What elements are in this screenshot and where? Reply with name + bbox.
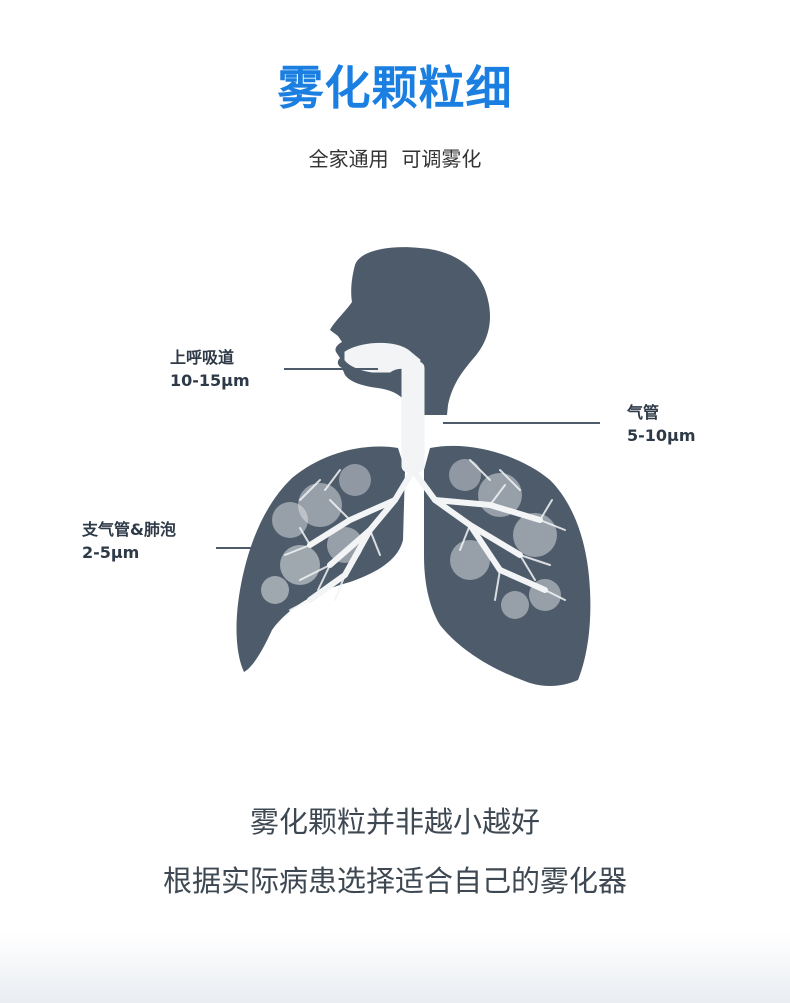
figure-group xyxy=(236,247,591,686)
caption-line-1: 雾化颗粒并非越小越好 xyxy=(249,805,540,839)
label-trachea-size: 5-10μm xyxy=(627,426,696,445)
label-bronchi: 支气管&肺泡 2-5μm xyxy=(82,518,176,564)
pointer-lines xyxy=(216,368,600,549)
head-silhouette xyxy=(330,247,491,415)
label-upper-airway: 上呼吸道 10-15μm xyxy=(170,346,250,392)
bottom-fade xyxy=(0,933,790,1003)
label-bronchi-size: 2-5μm xyxy=(82,543,140,562)
label-upper-airway-size: 10-15μm xyxy=(170,371,250,390)
label-trachea: 气管 5-10μm xyxy=(627,401,695,447)
page-subtitle: 全家通用 可调雾化 xyxy=(308,147,482,171)
caption-line-2: 根据实际病患选择适合自己的雾化器 xyxy=(162,864,627,898)
left-lung xyxy=(236,446,405,672)
page-title: 雾化颗粒细 xyxy=(277,61,513,115)
airway-group xyxy=(261,342,566,619)
label-trachea-name: 气管 xyxy=(627,403,660,422)
trachea xyxy=(401,361,425,473)
bronchioles xyxy=(284,459,566,611)
alveoli xyxy=(261,459,561,619)
label-bronchi-name: 支气管&肺泡 xyxy=(82,520,176,539)
label-upper-airway-name: 上呼吸道 xyxy=(170,348,235,367)
